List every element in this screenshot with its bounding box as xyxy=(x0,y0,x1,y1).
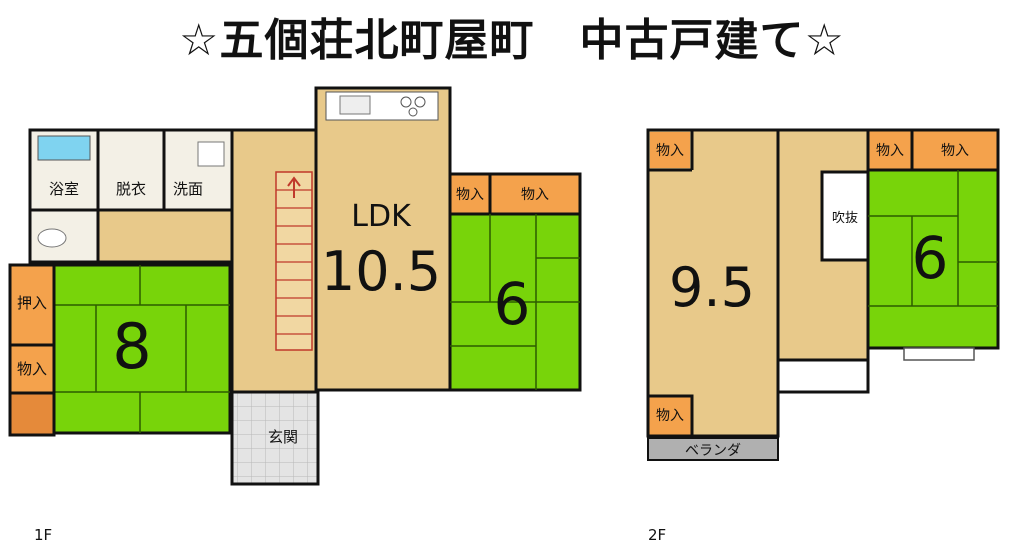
storage-n1 xyxy=(866,128,914,172)
tatami-lines-8 xyxy=(52,265,230,433)
storage-west-label: 物入 xyxy=(17,360,47,378)
floor-2-label: 2F xyxy=(648,526,667,544)
floor-1-label: 1F xyxy=(34,526,53,544)
tatami-lines-6-1f xyxy=(450,214,580,390)
ldk-label: LDK xyxy=(351,199,412,234)
dressing-label: 脱衣 xyxy=(116,180,146,198)
storage-nw-label-overlay: 物入 xyxy=(656,143,684,159)
ldk xyxy=(314,86,452,392)
bath-label: 浴室 xyxy=(49,180,79,198)
storage-a-label: 物入 xyxy=(456,187,484,203)
storage-nw-fill xyxy=(650,132,690,168)
storage-sw-label: 物入 xyxy=(656,408,684,424)
entrance xyxy=(230,390,320,486)
japanese-room-8-size: 8 xyxy=(112,310,151,383)
tatami-lines-6-2f xyxy=(868,170,998,307)
bathtub xyxy=(37,135,91,161)
storage-n1-label: 物入 xyxy=(876,143,904,159)
oshiire-label: 押入 xyxy=(17,294,47,312)
floor-1: 浴室 脱衣 洗面 8 押入 物入 xyxy=(8,86,582,486)
dressing-room xyxy=(96,128,166,212)
inner-hall xyxy=(96,208,234,264)
alcove xyxy=(8,391,56,437)
storage-sw xyxy=(646,394,694,438)
void-label: 吹抜 xyxy=(832,210,858,226)
storage-a xyxy=(448,172,492,216)
veranda-label: ベランダ xyxy=(685,443,741,459)
staircase xyxy=(275,171,313,351)
wash-label: 洗面 xyxy=(173,180,203,198)
storage-b xyxy=(488,172,582,216)
toilet-fixture xyxy=(37,228,67,248)
japanese-room-6-1f-size: 6 xyxy=(494,270,531,338)
wash-basin xyxy=(197,141,225,167)
storage-n2 xyxy=(910,128,1000,172)
storage-n2-label: 物入 xyxy=(941,143,969,159)
ldk-size: 10.5 xyxy=(321,240,441,303)
japanese-room-6-2f-size: 6 xyxy=(912,224,949,292)
storage-b-label: 物入 xyxy=(521,187,549,203)
western-room-9-5 xyxy=(646,128,780,438)
japanese-room-8 xyxy=(50,263,232,435)
stove-burner-1 xyxy=(400,96,412,108)
veranda xyxy=(647,437,779,461)
page-title: ☆五個荘北町屋町 中古戸建て☆ xyxy=(179,15,845,66)
stove-burner-3 xyxy=(408,107,418,117)
window-sill xyxy=(903,347,975,361)
sink xyxy=(339,95,371,115)
western-room-size: 9.5 xyxy=(669,256,755,319)
entrance-label: 玄関 xyxy=(268,428,298,446)
stove-burner-2 xyxy=(414,96,426,108)
hall-lower xyxy=(776,358,870,394)
floor-2: 物入 物入 9.5 物入 ベランダ 吹抜 物入 物入 xyxy=(646,128,1000,461)
